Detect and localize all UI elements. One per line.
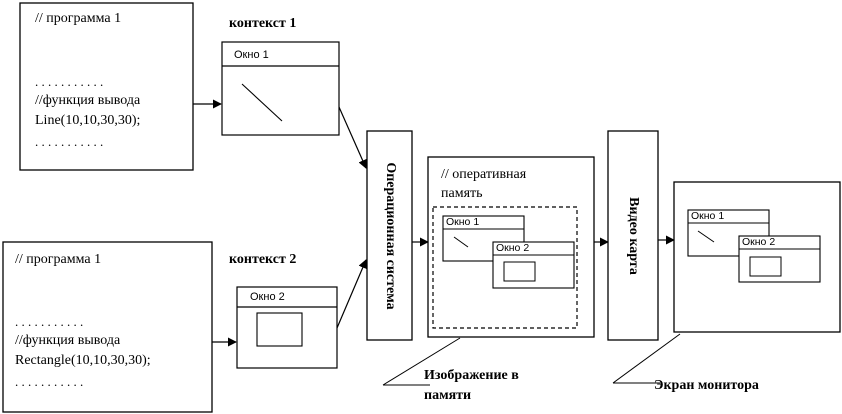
os-label: Операционная система <box>383 162 398 309</box>
program-2-box: // программа 1 . . . . . . . . . . . //ф… <box>2 241 213 413</box>
video-card-label: Видео карта <box>626 197 641 275</box>
monitor-line-drawing <box>697 230 715 243</box>
program-2-line-1: // программа 1 <box>15 252 101 267</box>
program-2-line-3: //функция вывода <box>15 333 121 348</box>
context-1-window: Окно 1 <box>221 41 340 136</box>
context-2-label: контекст 2 <box>229 252 296 267</box>
monitor-window-2: Окно 2 <box>738 235 821 283</box>
caption-monitor-screen: Экран монитора <box>612 333 759 393</box>
monitor-window-1-title: Окно 1 <box>691 210 724 222</box>
memory-window-2: Окно 2 <box>492 241 575 289</box>
caption-screen-leader <box>612 333 681 384</box>
caption-image-line-2: памяти <box>424 388 471 403</box>
memory-window-1-title: Окно 1 <box>446 216 479 228</box>
memory-label-line-1: // оперативная <box>441 167 527 182</box>
context-1-label: контекст 1 <box>229 16 296 31</box>
caption-image-leader <box>382 337 461 386</box>
program-1-line-4: Line(10,10,30,30); <box>35 113 140 128</box>
context-2-window: Окно 2 <box>236 286 338 369</box>
monitor-window-2-title: Окно 2 <box>742 236 775 248</box>
program-1-line-5: . . . . . . . . . . . <box>35 134 103 149</box>
program-1-line-2: . . . . . . . . . . . <box>35 74 103 89</box>
memory-box: // оперативная память Окно 1 Окно 2 <box>427 156 595 338</box>
memory-label-line-2: память <box>441 186 483 201</box>
context-2-window-title: Окно 2 <box>250 291 285 303</box>
video-card-box: Видео карта <box>607 130 659 341</box>
program-1-line-1: // программа 1 <box>35 11 121 26</box>
monitor-rect-drawing <box>749 256 782 277</box>
caption-image-in-memory: Изображение в памяти <box>382 337 519 403</box>
memory-rect-drawing <box>503 261 536 282</box>
arrow-context2-os <box>336 259 367 329</box>
os-box: Операционная система <box>366 130 413 341</box>
monitor-box: Окно 1 Окно 2 <box>673 181 841 333</box>
line-drawing <box>241 83 283 122</box>
program-1-box: // программа 1 . . . . . . . . . . . //ф… <box>19 2 194 171</box>
caption-image-line-1: Изображение в <box>424 368 519 383</box>
memory-line-drawing <box>453 236 469 248</box>
program-2-line-4: Rectangle(10,10,30,30); <box>15 353 151 368</box>
program-1-line-3: //функция вывода <box>35 93 141 108</box>
memory-window-2-title: Окно 2 <box>496 242 529 254</box>
caption-screen-text: Экран монитора <box>654 378 759 393</box>
rectangle-drawing <box>256 312 303 347</box>
context-1-window-title: Окно 1 <box>234 49 269 61</box>
program-2-line-5: . . . . . . . . . . . <box>15 374 83 389</box>
arrow-context1-os <box>338 106 367 169</box>
memory-image-region <box>432 206 578 329</box>
program-2-line-2: . . . . . . . . . . . <box>15 314 83 329</box>
